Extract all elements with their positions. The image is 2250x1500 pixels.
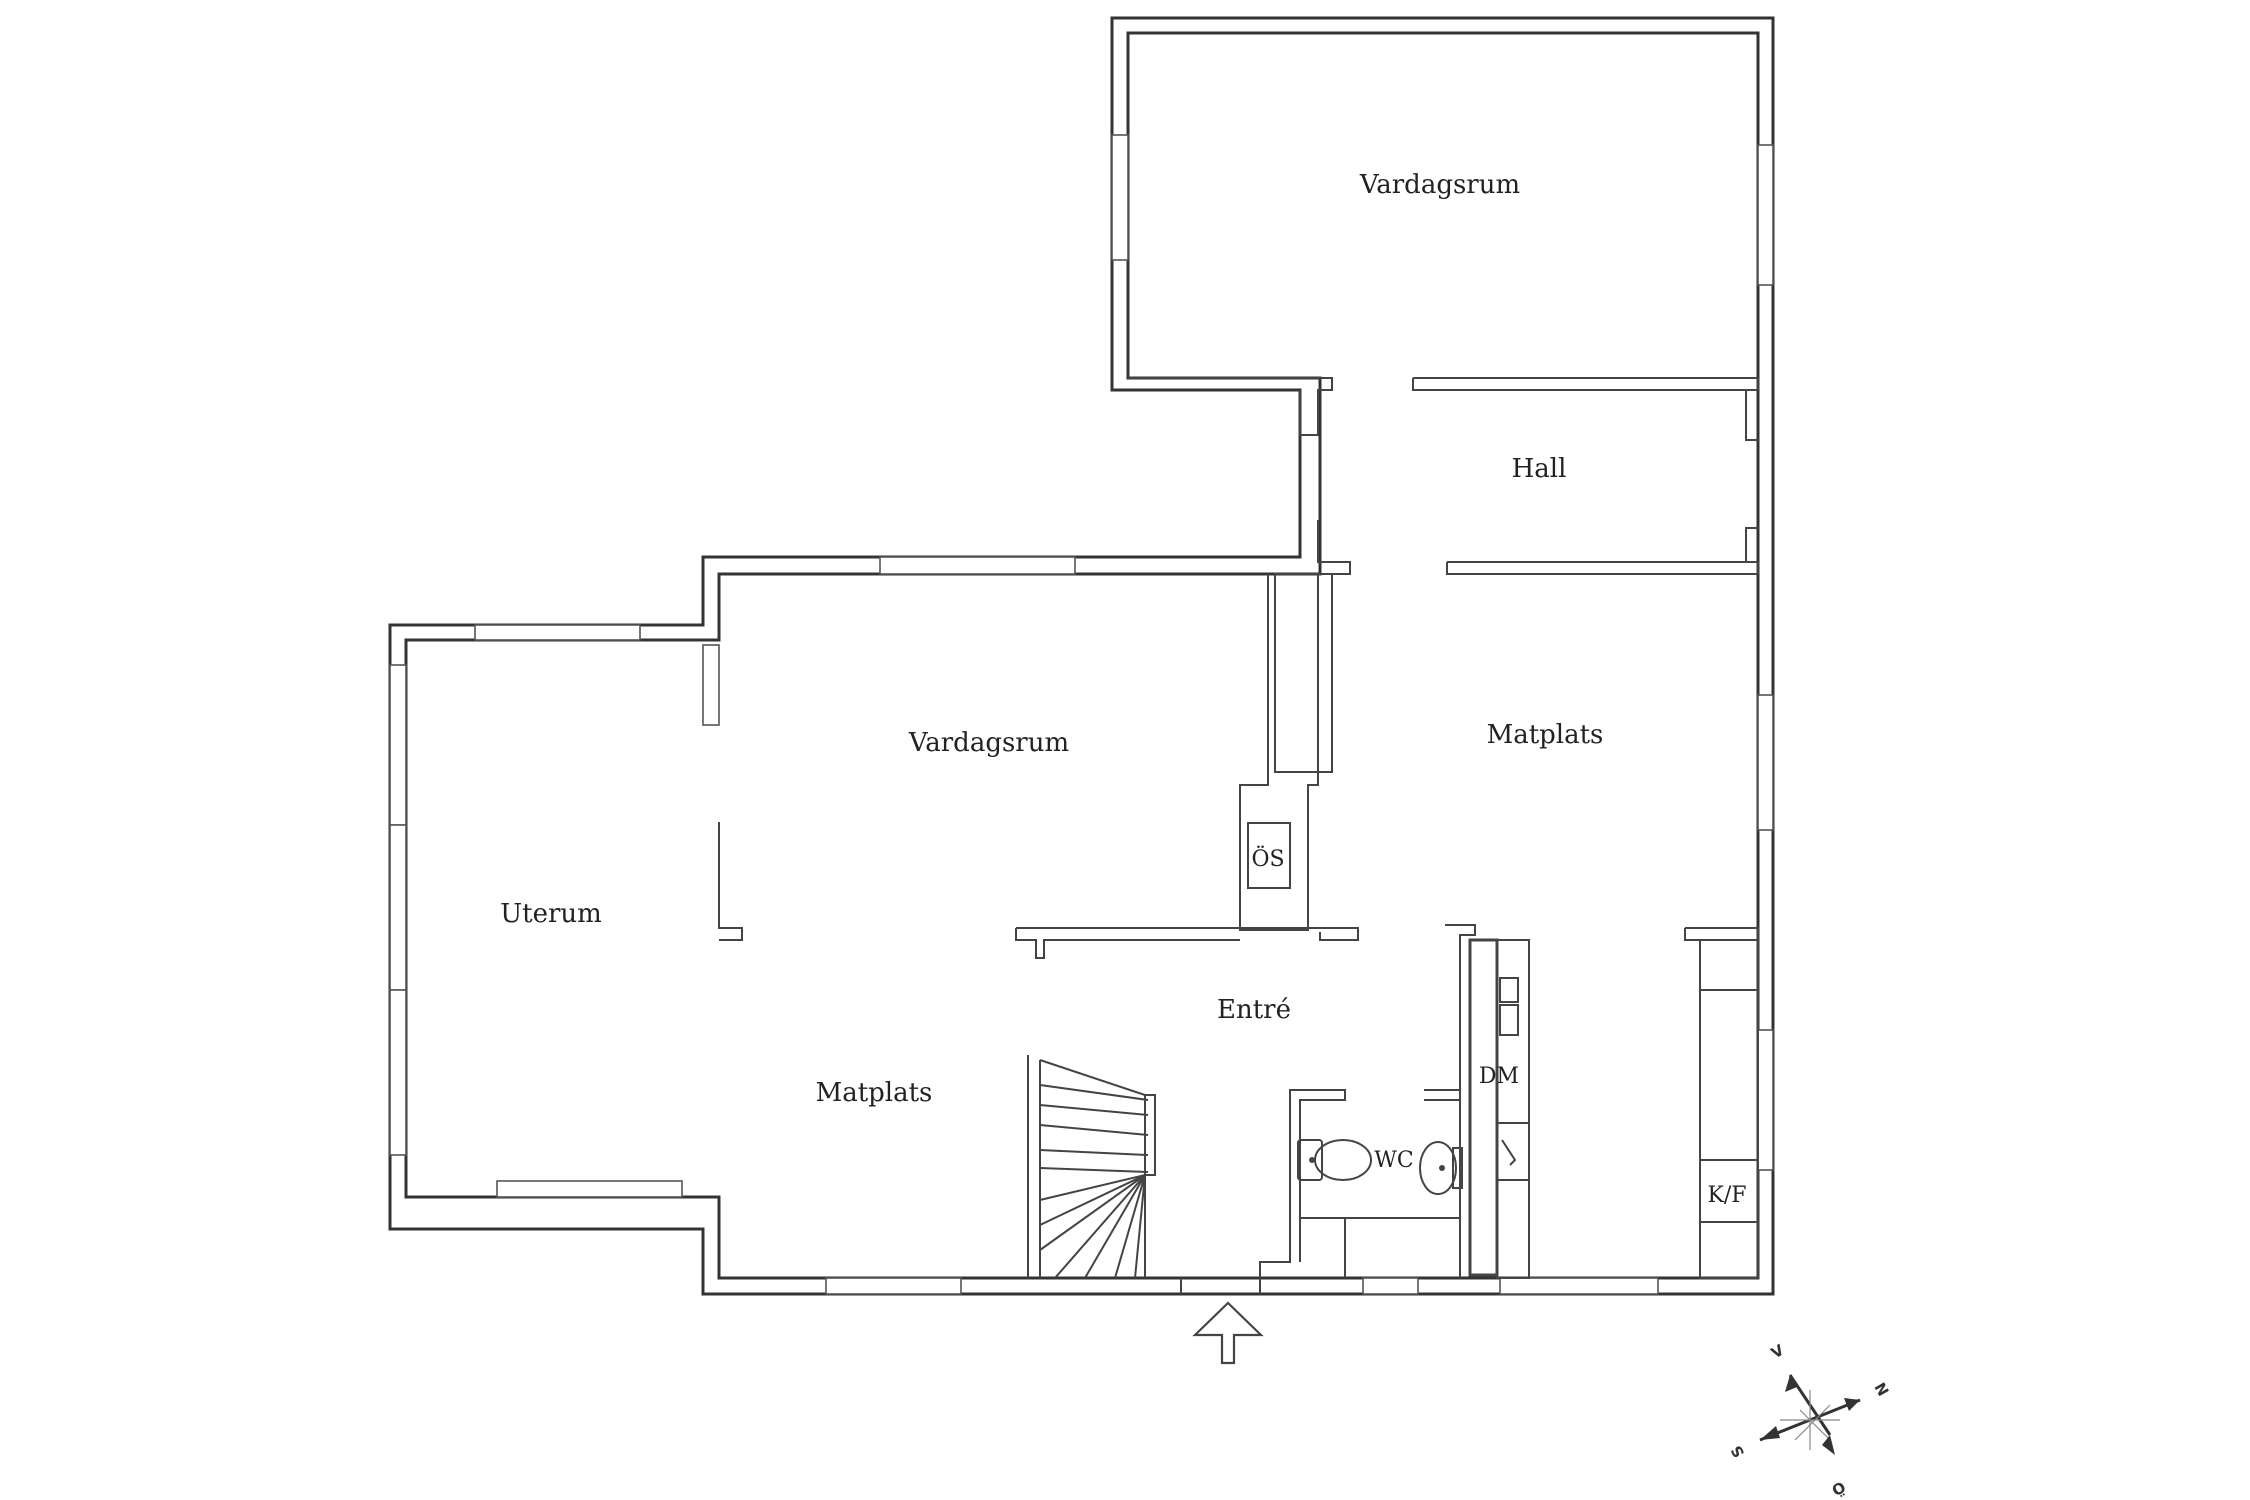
compass-rose-icon [1759,1374,1861,1455]
room-label-oppen-spis: ÖS [1251,845,1284,872]
room-label-entre: Entré [1217,995,1291,1025]
exterior-walls [388,16,1775,1296]
room-label-uterum: Uterum [500,899,602,929]
compass-north-label: N [1870,1380,1892,1400]
compass-west-label: V [1768,1341,1787,1363]
room-label-diskmaskin: DM [1479,1064,1519,1089]
toilet-icon [1297,1139,1372,1181]
room-labels: Vardagsrum Hall Vardagsrum Matplats Uter… [500,170,1746,1208]
washbasin-icon [1419,1141,1463,1195]
room-label-vardagsrum-lower: Vardagsrum [908,728,1069,758]
room-label-hall: Hall [1512,454,1567,484]
windows [389,134,1774,1295]
compass-south-label: S [1727,1442,1748,1460]
interior-walls [718,377,1759,1294]
room-label-kyl-frys: K/F [1707,1183,1746,1208]
room-label-vardagsrum-upper: Vardagsrum [1359,170,1520,200]
room-label-matplats-left: Matplats [816,1078,933,1108]
up-arrow-icon [1192,1301,1264,1365]
room-label-wc: WC [1374,1148,1413,1173]
compass-east-label: Ö [1828,1477,1849,1500]
room-label-matplats-right: Matplats [1487,720,1604,750]
